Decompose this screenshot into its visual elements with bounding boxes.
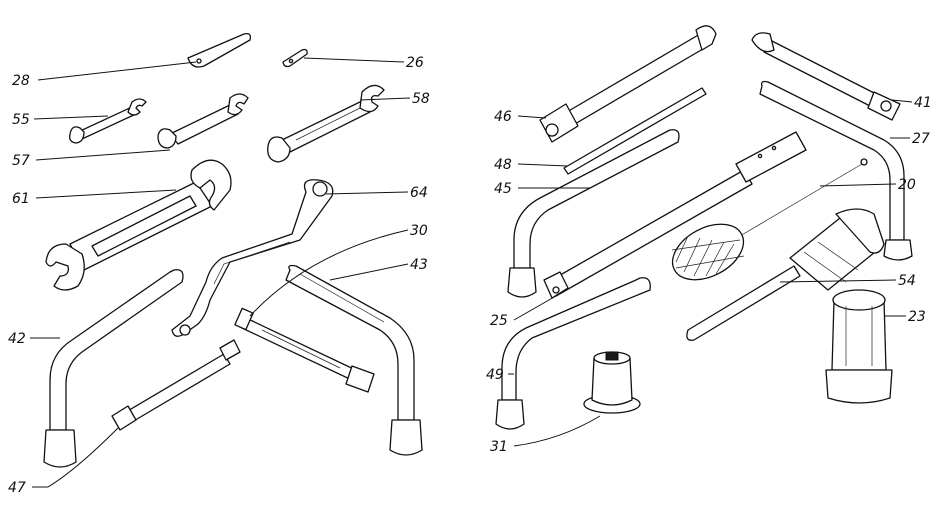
tool-58-wrench	[267, 84, 385, 163]
callout-20: 20	[819, 177, 916, 193]
callout-46: 46	[494, 109, 547, 125]
svg-text:20: 20	[898, 177, 916, 193]
tool-57-double-wrench	[157, 93, 249, 149]
svg-text:41: 41	[914, 95, 932, 111]
callout-55: 55	[12, 112, 109, 128]
svg-text:54: 54	[898, 273, 916, 289]
callout-41: 41	[891, 95, 932, 111]
callout-31: 31	[490, 415, 601, 455]
svg-text:64: 64	[410, 185, 428, 201]
svg-text:26: 26	[406, 55, 424, 71]
tool-55-small-wrench	[68, 98, 147, 144]
callout-58: 58	[359, 91, 430, 107]
callout-48: 48	[494, 157, 569, 173]
svg-text:45: 45	[494, 181, 512, 197]
svg-text:48: 48	[494, 157, 512, 173]
tool-43-l-box-wrench	[285, 264, 423, 456]
callout-47: 47	[8, 427, 119, 496]
callout-42: 42	[8, 331, 60, 347]
svg-text:55: 55	[12, 112, 30, 128]
tool-41-box-wrench	[751, 32, 901, 121]
svg-text:46: 46	[494, 109, 512, 125]
svg-text:42: 42	[8, 331, 26, 347]
callout-23: 23	[884, 309, 926, 325]
svg-text:23: 23	[908, 309, 926, 325]
callout-45: 45	[494, 181, 590, 197]
tool-54-screwdriver	[686, 208, 885, 341]
tool-61-large-wrench	[45, 159, 232, 291]
callout-43: 43	[329, 257, 428, 281]
tool-23-large-socket	[825, 289, 893, 404]
tool-20-brush	[671, 158, 868, 281]
svg-text:27: 27	[912, 131, 930, 147]
tool-27-l-rod	[759, 80, 913, 261]
callout-25: 25	[490, 295, 557, 329]
svg-text:57: 57	[12, 153, 30, 169]
svg-text:61: 61	[12, 191, 30, 207]
tool-64-offset-box-wrench	[171, 179, 334, 337]
tool-45-l-box-wrench	[507, 129, 680, 298]
callout-54: 54	[779, 273, 916, 289]
tool-49-l-box-wrench	[495, 277, 651, 430]
tool-28-flat-blade	[187, 32, 252, 68]
callout-61: 61	[12, 189, 177, 207]
svg-text:43: 43	[410, 257, 428, 273]
tool-26-small-plate	[282, 48, 308, 68]
tool-48-thin-rod	[563, 87, 707, 175]
tool-42-l-box-wrench	[43, 269, 184, 468]
tool-30-socket-bar	[234, 307, 375, 393]
callout-26: 26	[303, 55, 424, 71]
callout-49: 49	[486, 367, 514, 383]
callout-30: 30	[249, 223, 428, 317]
svg-text:30: 30	[410, 223, 428, 239]
svg-text:49: 49	[486, 367, 504, 383]
svg-text:58: 58	[412, 91, 430, 107]
callout-57: 57	[12, 149, 171, 169]
callout-27: 27	[890, 131, 930, 147]
svg-text:47: 47	[8, 480, 26, 496]
svg-text:25: 25	[490, 313, 508, 329]
svg-text:31: 31	[490, 439, 508, 455]
tool-25-telescopic-bar	[543, 131, 807, 299]
callout-64: 64	[325, 185, 428, 201]
tool-46-socket-bar	[539, 25, 717, 143]
tool-47-extension-bar	[111, 339, 241, 431]
tool-31-socket-adapter	[583, 351, 641, 414]
callout-28: 28	[12, 61, 197, 89]
svg-text:28: 28	[12, 73, 30, 89]
